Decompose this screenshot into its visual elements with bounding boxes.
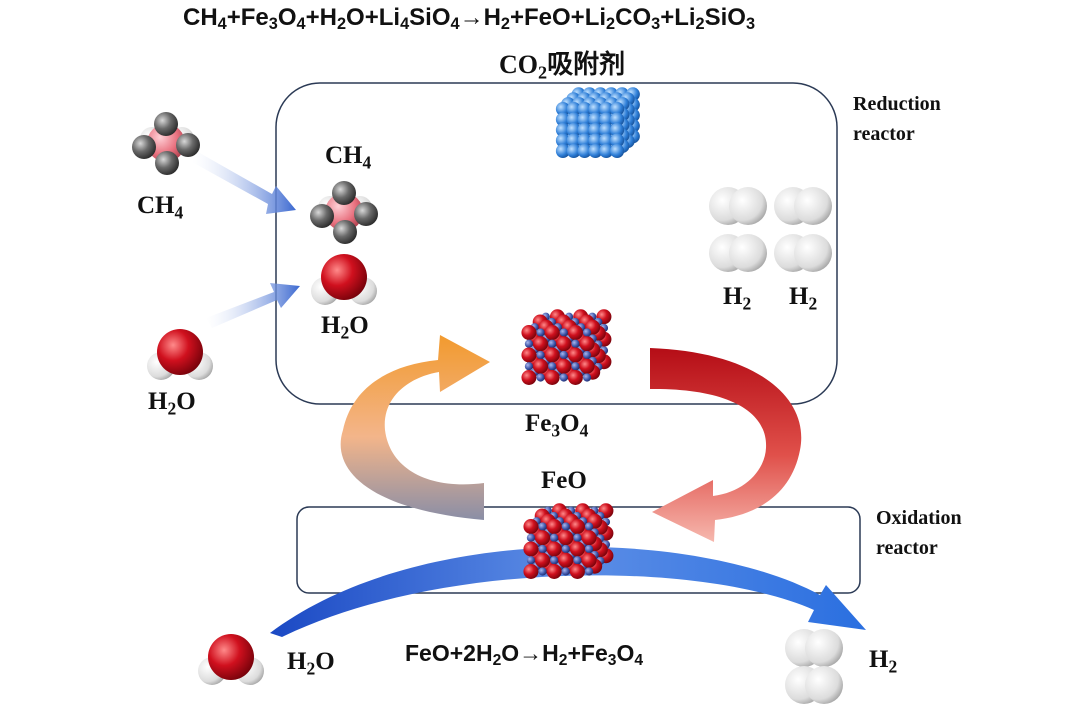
hydrogen-molecule-bottom-2 — [785, 666, 843, 704]
h2-bottom-label: H2 — [869, 646, 898, 677]
arrow-to-oxidation — [650, 348, 802, 542]
steam-flow-arrow — [270, 546, 866, 637]
h2o-inside-label: H2O — [321, 312, 369, 343]
hydrogen-molecule-4 — [774, 234, 832, 272]
water-molecule-inside — [311, 254, 377, 305]
ch4-inside-label: CH4 — [325, 142, 372, 173]
co2-sorbent-label: CO2吸附剂 — [499, 50, 626, 83]
h2-product-label-left: H2 — [723, 283, 752, 314]
oxidation-reaction-equation: FeO+2H2O→H2+Fe3O4 — [405, 640, 644, 669]
reduction-reactor-label: Reduction reactor — [853, 89, 941, 149]
feo-crystal — [523, 503, 614, 579]
feo-label: FeO — [541, 467, 587, 494]
hydrogen-molecule-2 — [774, 187, 832, 225]
oxidation-reactor-label: Oxidation reactor — [876, 503, 962, 563]
h2o-feed-arrow — [206, 283, 300, 328]
reduction-label-line2: reactor — [853, 123, 915, 145]
reduction-label-line1: Reduction — [853, 93, 941, 115]
h2o-outside-label: H2O — [148, 388, 196, 419]
hydrogen-molecule-1 — [709, 187, 767, 225]
h2-product-label-right: H2 — [789, 283, 818, 314]
hydrogen-molecule-3 — [709, 234, 767, 272]
oxidation-label-line1: Oxidation — [876, 507, 962, 529]
arrow-to-reduction — [340, 335, 490, 520]
fe3o4-label: Fe3O4 — [525, 410, 589, 441]
water-molecule-bottom — [198, 634, 264, 685]
ch4-outside-label: CH4 — [137, 192, 184, 223]
oxidation-label-line2: reactor — [876, 537, 938, 559]
co2-sorbent-crystal — [555, 87, 640, 158]
overall-reaction-equation: CH4+Fe3O4+H2O+Li4SiO4→H2+FeO+Li2CO3+Li2S… — [183, 4, 756, 34]
fe3o4-crystal — [521, 309, 612, 385]
reduction-reactor-box — [275, 82, 838, 405]
water-molecule-outside — [147, 329, 213, 380]
methane-molecule-inside — [310, 181, 378, 244]
hydrogen-molecule-bottom-1 — [785, 629, 843, 667]
methane-molecule-outside — [132, 112, 200, 175]
ch4-feed-arrow — [192, 152, 296, 214]
h2o-bottom-label: H2O — [287, 648, 335, 679]
